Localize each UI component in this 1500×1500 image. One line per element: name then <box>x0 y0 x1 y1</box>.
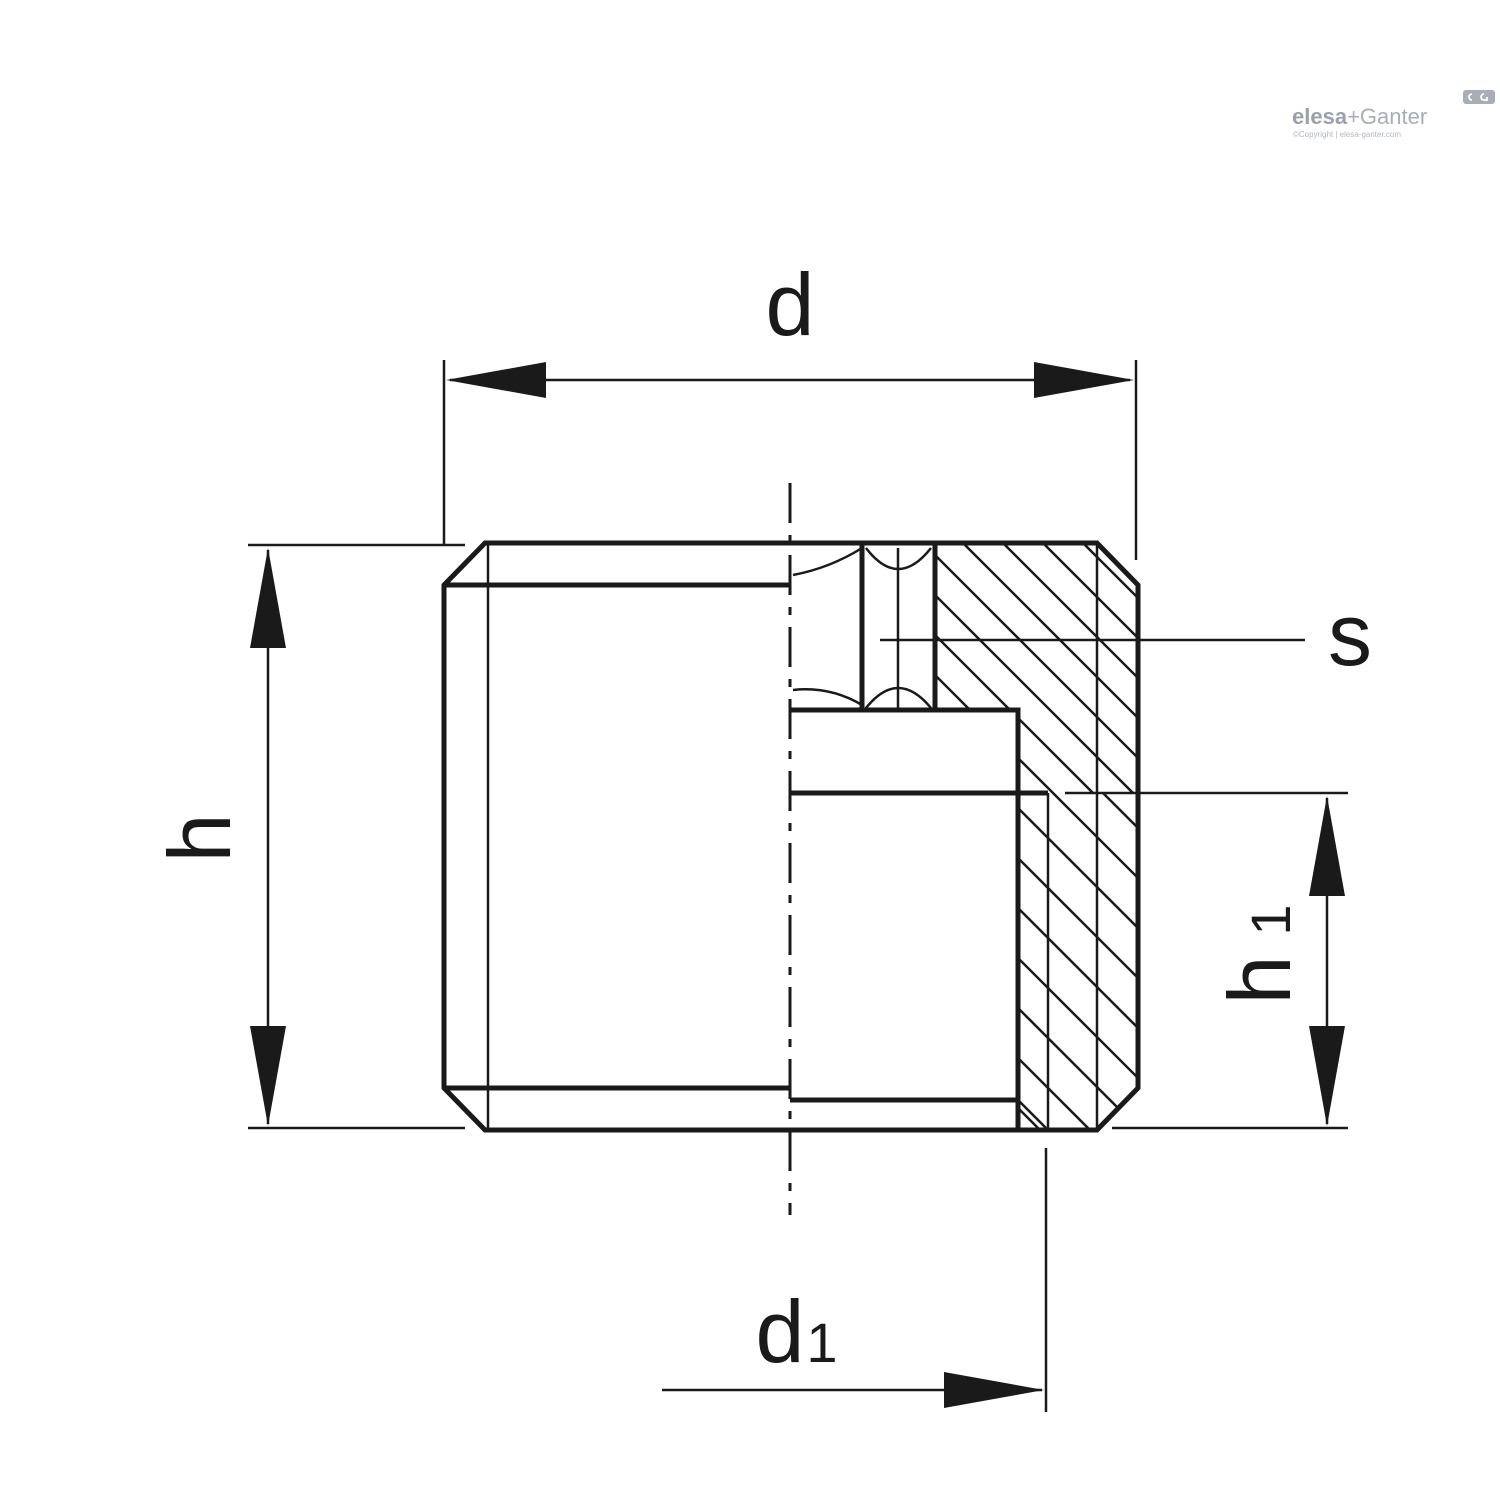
part-outline <box>441 540 1141 1133</box>
slot-arc-bottom-left <box>792 688 863 707</box>
logo-brand-a: elesa <box>1292 104 1348 129</box>
dimension-h: h <box>150 543 465 1130</box>
dim-h1-label: h <box>1210 956 1309 1005</box>
upper-bore-outline <box>790 707 1021 1128</box>
dim-d1-label: d <box>756 1282 805 1381</box>
logo-separator: + <box>1347 104 1360 129</box>
brand-logo: elesa+Ganter ©Copyright | elesa-ganter.c… <box>1292 90 1495 139</box>
dim-d-label: d <box>766 255 815 354</box>
dim-h-arrow-bottom <box>250 1026 286 1126</box>
logo-badge-glyph <box>1468 93 1488 101</box>
dimension-d: d <box>442 255 1138 560</box>
logo-brand-b: Ganter <box>1360 104 1427 129</box>
dim-d1-arrow <box>944 1372 1044 1408</box>
slot-arc-top-left <box>792 546 863 577</box>
dimension-d1: d 1 <box>662 1148 1048 1412</box>
lower-chamfer-diag <box>1017 1099 1047 1129</box>
logo-copyright: ©Copyright | elesa-ganter.com <box>1293 130 1401 139</box>
section-hatch-upper <box>937 545 1136 793</box>
dim-h1-subscript: 1 <box>1239 904 1302 935</box>
dim-d1-subscript: 1 <box>806 1311 837 1374</box>
dim-h-label: h <box>150 814 249 863</box>
dim-h1-label-group: h 1 <box>1210 904 1309 1004</box>
dim-h1-arrow-bottom <box>1309 1026 1345 1126</box>
logo-badge-icon <box>1463 90 1495 104</box>
dim-d-arrow-right <box>1034 362 1134 398</box>
dimension-h1: h 1 <box>1065 791 1348 1130</box>
dim-s-label: s <box>1328 585 1372 684</box>
dim-h1-arrow-top <box>1309 796 1345 896</box>
section-hatch-lower <box>1020 793 1136 1128</box>
dimension-s: s <box>880 585 1372 684</box>
dim-h-arrow-top <box>250 548 286 648</box>
logo-text: elesa+Ganter <box>1292 104 1427 129</box>
dim-d-arrow-left <box>446 362 546 398</box>
